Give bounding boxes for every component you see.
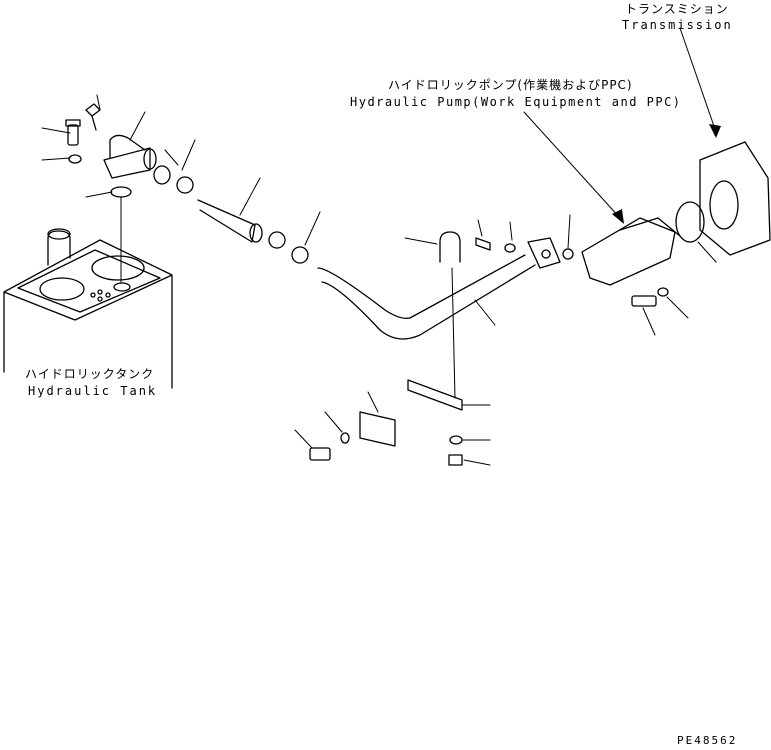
o-ring	[676, 202, 704, 242]
plug	[86, 104, 100, 130]
arrow-heads	[612, 124, 721, 224]
tank-label-jp: ハイドロリックタンク	[25, 367, 155, 381]
hose-clamps-upper	[154, 166, 308, 263]
bolt	[68, 125, 78, 145]
tank-label-en: Hydraulic Tank	[28, 384, 158, 398]
washer	[69, 155, 81, 163]
pump-label-jp: ハイドロリックポンプ(作業機およびPPC)	[388, 78, 633, 92]
drawing-number: PE48562	[677, 734, 738, 747]
u-bolt	[440, 232, 460, 262]
hose-short	[198, 200, 255, 242]
transmission	[676, 142, 770, 255]
flange	[528, 238, 560, 268]
bracket-assembly	[310, 232, 515, 465]
gasket	[111, 187, 131, 197]
hydraulic-tank	[4, 229, 172, 388]
transmission-label-en: Transmission	[622, 18, 733, 32]
transmission-label-jp: トランスミション	[625, 2, 729, 16]
suction-elbow	[66, 104, 156, 282]
suction-tube	[318, 238, 560, 339]
hydraulic-pump	[563, 218, 680, 306]
pump-label-en: Hydraulic Pump(Work Equipment and PPC)	[350, 95, 682, 109]
leader-lines	[42, 28, 716, 465]
